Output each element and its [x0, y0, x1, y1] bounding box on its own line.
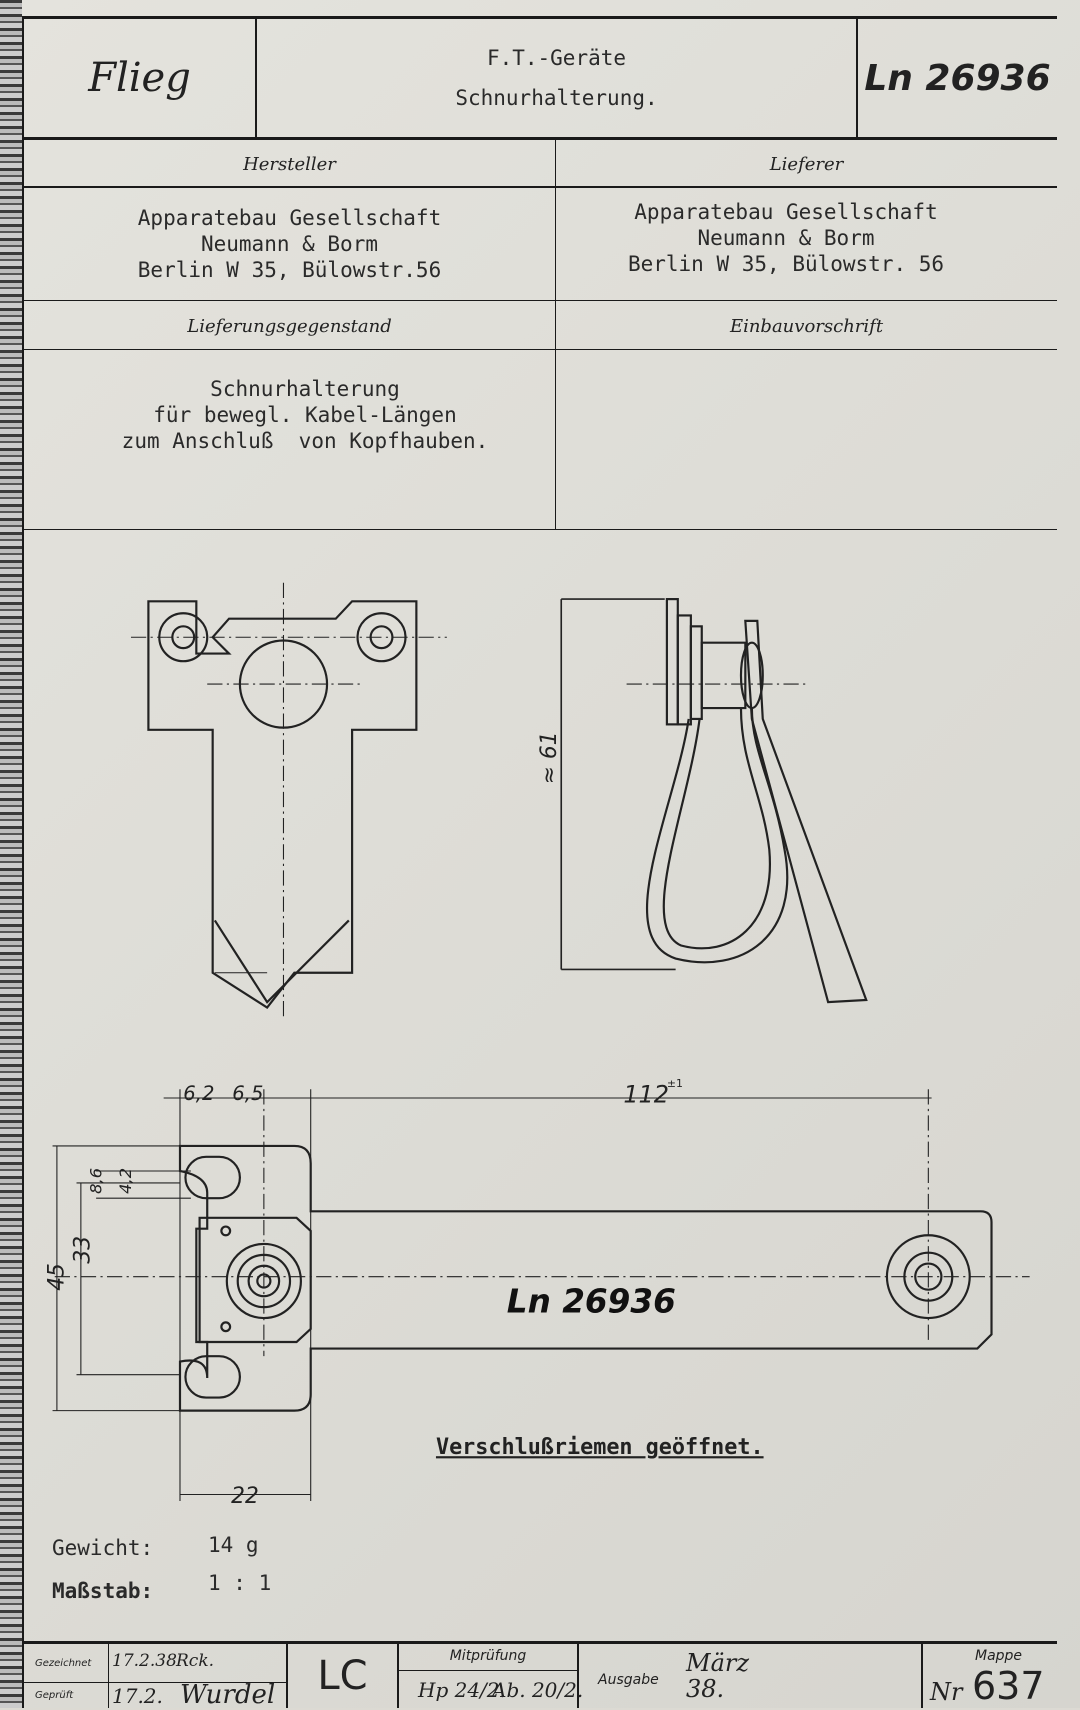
- header-left: Flieg: [88, 55, 191, 101]
- divider: [255, 16, 257, 138]
- front-view: [130, 582, 447, 1019]
- scale-value: 1 : 1: [208, 1571, 272, 1595]
- drawn-label: Gezeichnet: [35, 1658, 92, 1669]
- lieferer-address: Apparatebau Gesellschaft Neumann & Borm …: [556, 188, 1016, 288]
- divider: [22, 300, 1057, 301]
- divider: [921, 1644, 923, 1708]
- frame-left: [22, 16, 24, 1708]
- caption: Verschlußriemen geöffnet.: [436, 1435, 764, 1460]
- address-line: Neumann & Borm: [697, 226, 875, 250]
- scale-label: Maßstab:: [52, 1579, 154, 1603]
- divider: [399, 1670, 577, 1671]
- plan-view: [52, 1089, 1030, 1502]
- divider: [108, 1644, 109, 1708]
- footer-top-line: [22, 1641, 1057, 1644]
- item-line: Schnurhalterung: [210, 377, 400, 401]
- address-line: Berlin W 35, Bülowstr. 56: [627, 252, 945, 276]
- divider: [555, 140, 556, 530]
- dim-112-tolerance: ±1: [667, 1077, 683, 1090]
- dim-height: ≈ 61: [537, 731, 562, 784]
- divider: [22, 186, 1057, 188]
- divider: [22, 529, 1057, 530]
- part-label: Ln 26936: [507, 1283, 676, 1321]
- address-line: Apparatebau Gesellschaft: [137, 206, 442, 230]
- checked-label: Geprüft: [35, 1690, 74, 1701]
- dim-112: 112: [623, 1080, 669, 1108]
- folder-number: 637: [972, 1664, 1045, 1708]
- scan-binding-edge: [0, 0, 22, 1708]
- folder-label: Mappe: [975, 1648, 1023, 1664]
- title-line2: Schnurhalterung.: [455, 86, 658, 110]
- divider: [286, 1644, 288, 1708]
- code: LC: [317, 1653, 368, 1699]
- address-line: Neumann & Borm: [200, 232, 378, 256]
- address-line: Apparatebau Gesellschaft: [634, 200, 938, 224]
- item-line: zum Anschluß von Kopfhauben.: [121, 429, 489, 453]
- divider: [24, 1682, 286, 1683]
- address-line: Berlin W 35, Bülowstr.56: [137, 258, 442, 282]
- gegenstand-text: Schnurhalterung für bewegl. Kabel-Längen…: [60, 370, 550, 460]
- drawn-date: 17.2.38: [112, 1651, 177, 1671]
- checked-by: Wurdel: [180, 1680, 276, 1710]
- issue-label: Ausgabe: [598, 1672, 659, 1688]
- co-check-1: Hp 24/2.: [418, 1678, 506, 1702]
- lieferer-label: Lieferer: [769, 153, 844, 175]
- divider: [22, 137, 1057, 140]
- drawing-sheet: [22, 0, 1080, 1708]
- frame-top: [22, 16, 1057, 19]
- weight-value: 14 g: [208, 1533, 259, 1557]
- title-line1: F.T.-Geräte: [486, 46, 627, 70]
- hersteller-label: Hersteller: [243, 153, 336, 175]
- co-check-label: Mitprüfung: [449, 1648, 527, 1664]
- part-number: Ln 26936: [864, 57, 1051, 99]
- dim-4-2: 4,2: [116, 1168, 135, 1194]
- co-check-2: Ab. 20/2.: [492, 1678, 584, 1702]
- dim-6-5: 6,5: [232, 1082, 263, 1105]
- side-view: [560, 598, 868, 1004]
- dim-8-6: 8,6: [87, 1168, 106, 1194]
- item-line: für bewegl. Kabel-Längen: [153, 403, 457, 427]
- divider: [397, 1644, 399, 1708]
- checked-date: 17.2.: [112, 1684, 163, 1708]
- dim-6-2: 6,2: [183, 1082, 214, 1105]
- hersteller-address: Apparatebau Gesellschaft Neumann & Borm …: [24, 188, 555, 300]
- divider: [577, 1644, 579, 1708]
- einbau-label: Einbauvorschrift: [729, 315, 884, 337]
- weight-label: Gewicht:: [52, 1536, 154, 1560]
- dim-45: 45: [44, 1263, 69, 1291]
- divider: [22, 349, 1057, 350]
- issue-value: März 38.: [686, 1649, 749, 1703]
- divider: [856, 16, 858, 138]
- header-title: F.T.-Geräte Schnurhalterung.: [257, 19, 856, 137]
- dim-33: 33: [71, 1236, 96, 1264]
- gegenstand-label: Lieferungsgegenstand: [187, 315, 392, 337]
- drawn-by: Rck.: [176, 1651, 215, 1671]
- folder-prefix: Nr: [930, 1678, 963, 1706]
- dim-22: 22: [231, 1484, 259, 1509]
